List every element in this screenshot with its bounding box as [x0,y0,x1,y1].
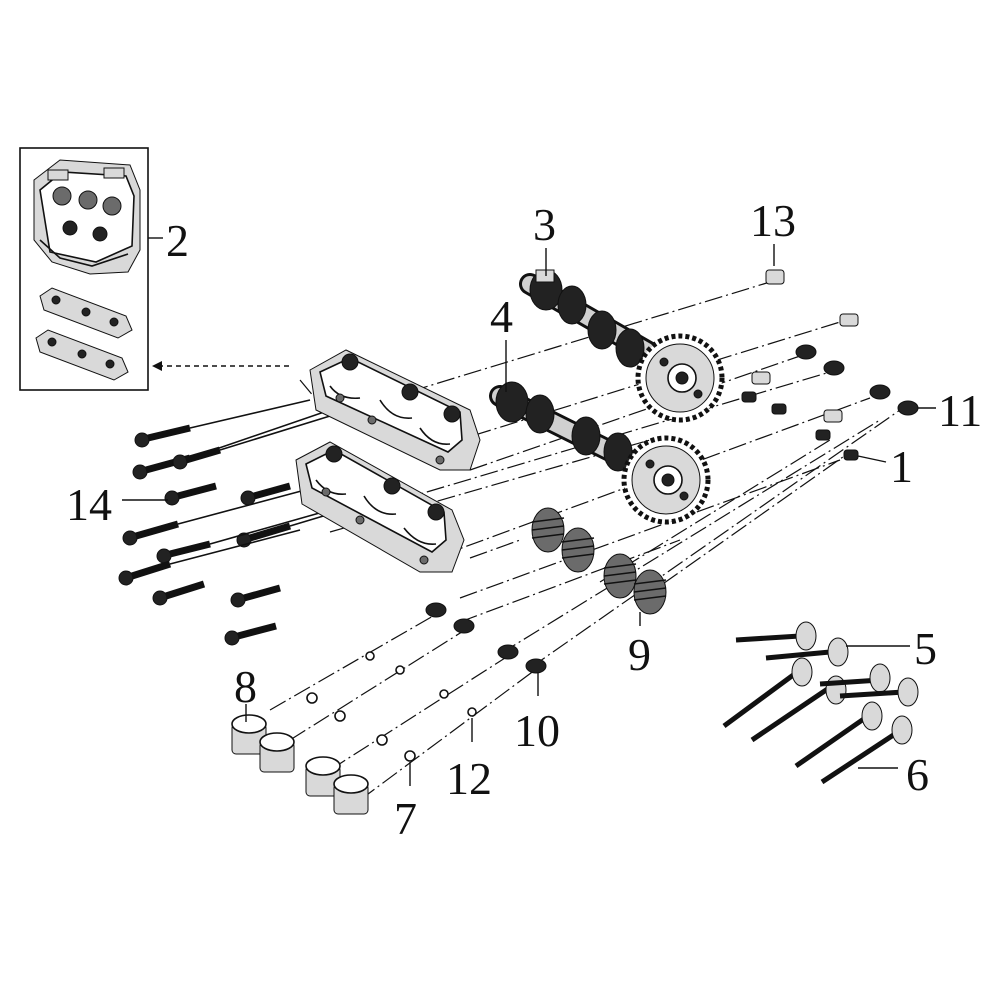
inset-cylinder-head-box [19,147,163,391]
label-7: 7 [394,793,417,844]
label-10: 10 [514,705,560,756]
part-labels: 1 2 3 4 5 6 7 8 9 10 11 12 13 14 [66,195,982,844]
valve-cotters [365,651,477,742]
tappet [333,774,369,815]
valve-spring [633,569,667,615]
label-8: 8 [234,661,257,712]
tappet [305,756,341,797]
valve-tappets [231,704,369,815]
spring-retainers [425,602,547,696]
valve-guides-and-seals [741,313,919,461]
valve-spring [531,507,565,553]
bolt-set [118,399,331,646]
cam-sprocket-exhaust [621,435,711,525]
bolt [118,529,301,586]
bolt [172,415,331,470]
label-3: 3 [533,199,556,250]
inset-cam-carrier-lower [35,329,129,381]
cam-carrier-lower [295,441,465,573]
inset-pointer-arrow [152,361,290,371]
alignment-lines [269,281,901,801]
label-13: 13 [750,195,796,246]
label-9: 9 [628,629,651,680]
label-12: 12 [446,753,492,804]
label-1: 1 [890,441,913,492]
cam-sprocket-intake [635,333,725,423]
label-4: 4 [490,291,513,342]
bolt [230,584,281,608]
bolt [152,580,206,606]
valve-shims [306,692,416,786]
bolt [134,399,311,448]
bolt [240,482,291,506]
label-11: 11 [938,385,982,436]
cam-carrier-upper [309,349,481,471]
valve-springs [531,507,667,626]
exhaust-valves [722,657,919,785]
valve-spring [561,527,595,573]
camshaft-exhaust [489,381,711,525]
label-5: 5 [914,623,937,674]
valve-spring [603,553,637,599]
bolt [224,622,277,646]
camshaft-intake [519,269,725,423]
dowel-pin [765,244,785,285]
tappet [259,732,295,773]
label-2: 2 [166,215,189,266]
bolt [164,482,217,506]
cylinder-head-illustration [33,159,141,275]
inset-cam-carrier-upper [39,287,133,339]
label-6: 6 [906,749,929,800]
tappet [231,714,267,755]
intake-valves [735,621,910,667]
label-14: 14 [66,479,112,530]
bolt [122,485,321,546]
